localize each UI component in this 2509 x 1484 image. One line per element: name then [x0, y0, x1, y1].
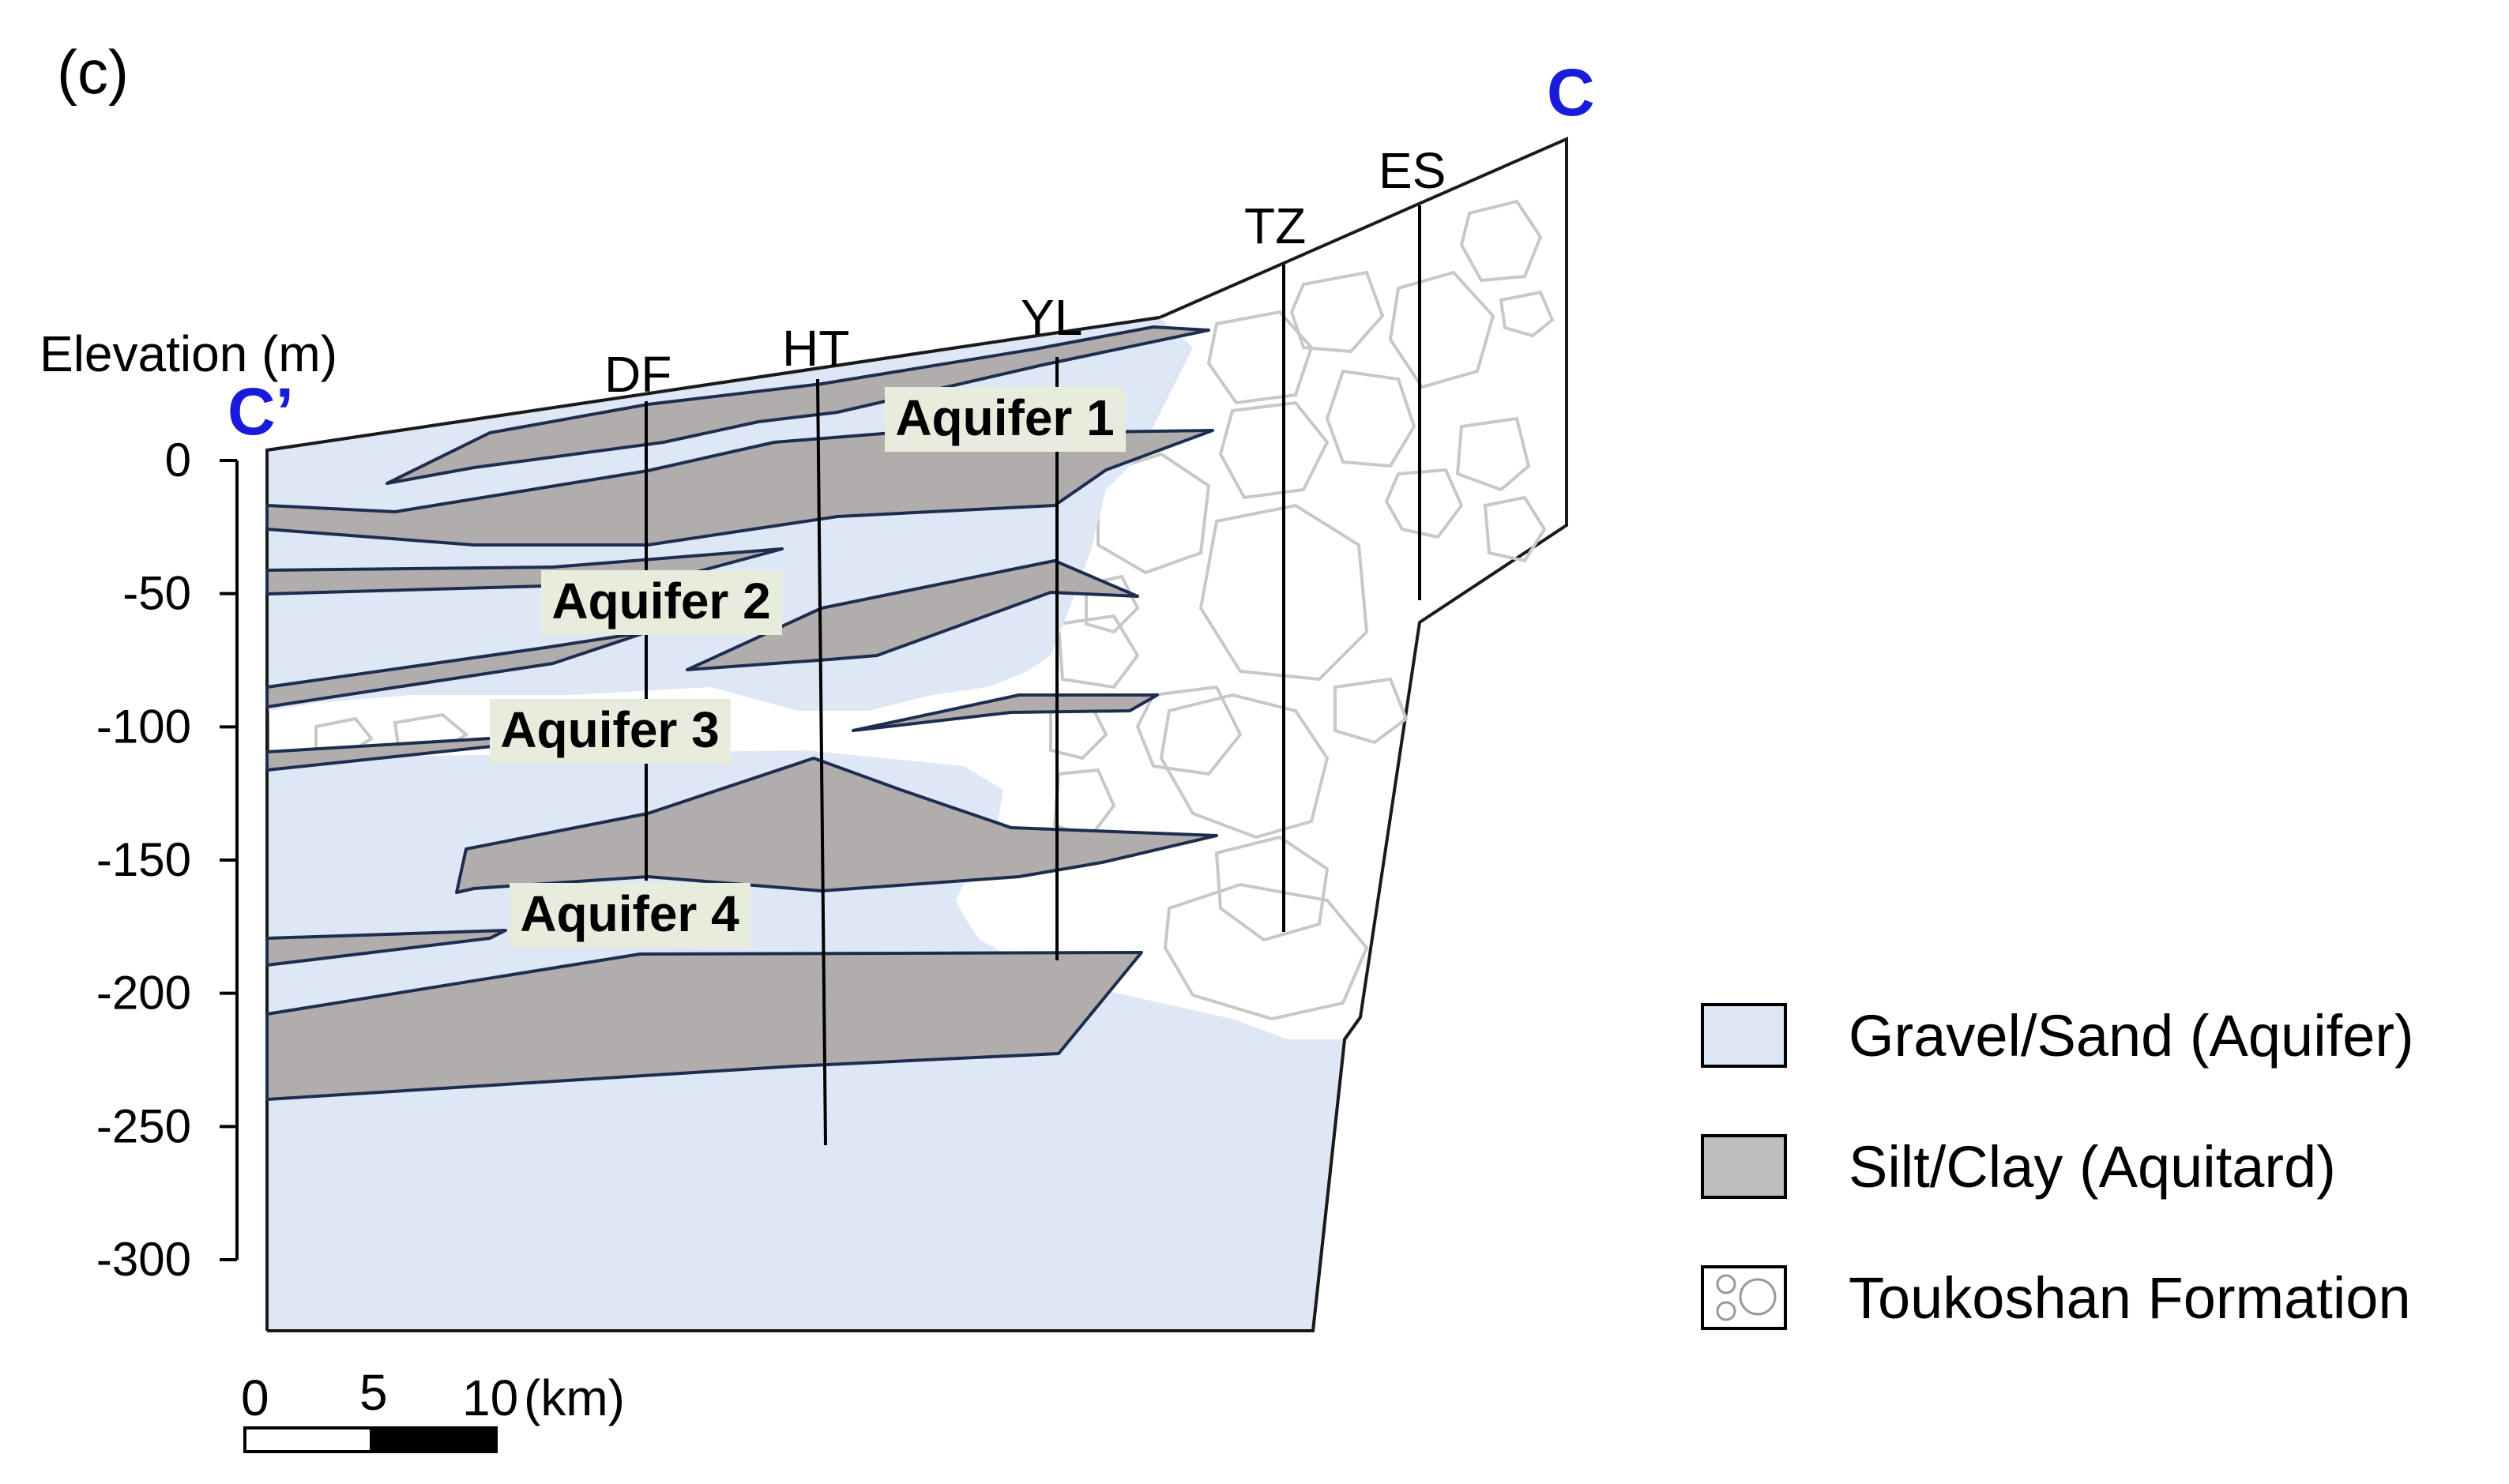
- axis-tick-label: -50: [122, 567, 191, 620]
- axis-tick-label: -100: [96, 700, 191, 753]
- panel-label: (c): [57, 37, 129, 107]
- toukoshan-pebbles: [314, 199, 1555, 1021]
- wells: [645, 205, 1421, 1146]
- legend-label-silt-clay: Silt/Clay (Aquitard): [1849, 1134, 2336, 1200]
- axis-tick-label: 0: [165, 434, 191, 487]
- svg-text:Aquifer 1: Aquifer 1: [895, 389, 1114, 446]
- well-label-df: DF: [604, 346, 671, 403]
- aquitard-lens-5: [265, 951, 1143, 1101]
- aquifer-label-2: Aquifer 2: [541, 570, 782, 635]
- legend-label-gravel-sand: Gravel/Sand (Aquifer): [1849, 1003, 2414, 1069]
- legend-swatch-silt-clay: [1701, 1134, 1787, 1199]
- axis-tick-label: -150: [96, 833, 191, 886]
- well-line-ht: [816, 378, 827, 1146]
- well-label-ht: HT: [782, 320, 849, 377]
- axis-title: Elevation (m): [39, 325, 337, 382]
- well-label-yl: YL: [1021, 289, 1082, 346]
- aquitard-lens-2c: [265, 630, 649, 708]
- aquitard-lens-3a: [852, 693, 1159, 732]
- elevation-axis: 0 -50 -100 -150 -200 -250 -300: [96, 434, 239, 1286]
- aquifer-label-3: Aquifer 3: [490, 699, 731, 764]
- aquifer-label-4: Aquifer 4: [510, 883, 750, 948]
- legend: Gravel/Sand (Aquifer) Silt/Clay (Aquitar…: [1701, 1003, 2414, 1331]
- legend-swatch-toukoshan: [1701, 1265, 1787, 1330]
- scale-bar-white-segment: [243, 1426, 373, 1453]
- aquitard-lens-2b: [686, 559, 1139, 671]
- corner-label-right: C: [1547, 55, 1595, 130]
- legend-pebble-icon: [1716, 1274, 1777, 1321]
- aquitard-lens-1b: [265, 429, 1214, 547]
- scale-bar-black-segment: [370, 1426, 498, 1453]
- legend-swatch-gravel-sand: [1701, 1003, 1787, 1068]
- scale-tick-10: 10: [462, 1369, 518, 1426]
- scale-tick-5: 5: [359, 1364, 388, 1421]
- axis-tick-label: -300: [96, 1233, 191, 1286]
- corner-label-left: C’: [228, 374, 294, 449]
- scale-unit: (km): [524, 1369, 625, 1426]
- legend-label-toukoshan: Toukoshan Formation: [1849, 1265, 2411, 1331]
- axis-tick-label: -250: [96, 1099, 191, 1152]
- svg-text:Aquifer 2: Aquifer 2: [551, 573, 770, 629]
- aquitard-lenses: [265, 325, 1218, 1101]
- scale-tick-0: 0: [241, 1369, 269, 1426]
- aquifer-label-1: Aquifer 1: [885, 387, 1126, 452]
- scale-bar: 0 5 10 (km): [241, 1364, 625, 1453]
- svg-text:Aquifer 4: Aquifer 4: [520, 885, 739, 942]
- aquitard-lens-4b: [265, 929, 507, 967]
- svg-text:Aquifer 3: Aquifer 3: [500, 701, 719, 758]
- well-label-es: ES: [1379, 142, 1446, 199]
- well-label-tz: TZ: [1244, 197, 1306, 254]
- axis-tick-label: -200: [96, 967, 191, 1020]
